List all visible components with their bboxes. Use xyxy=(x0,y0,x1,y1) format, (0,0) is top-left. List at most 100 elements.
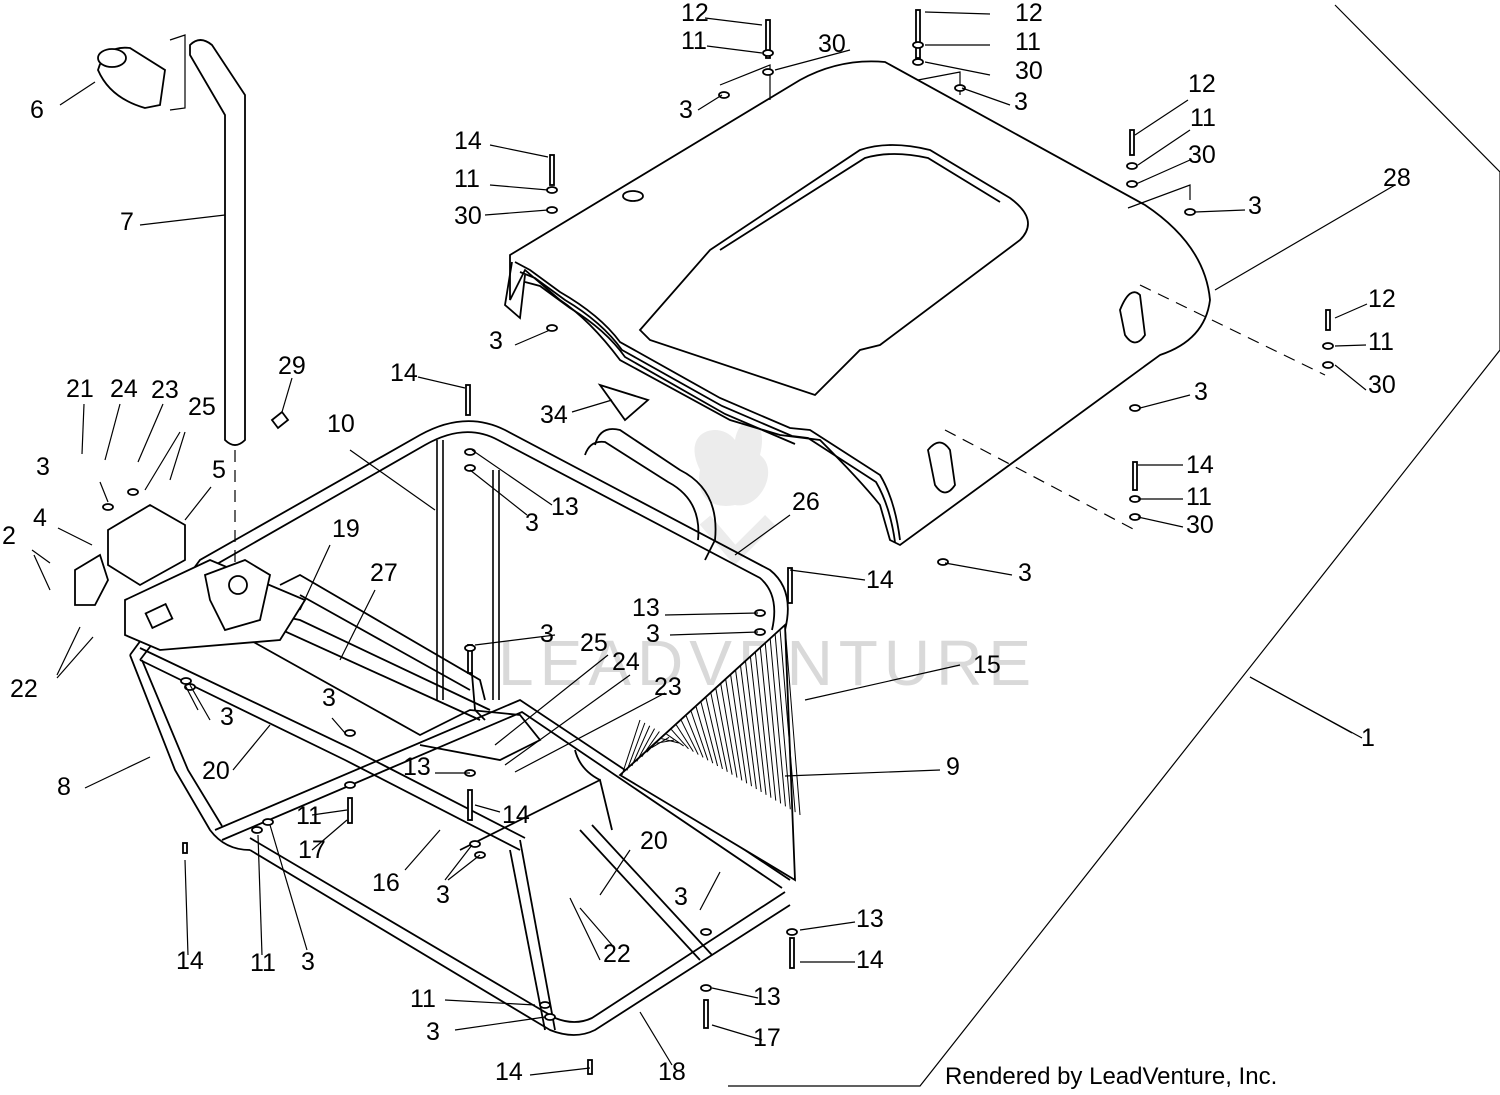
washer xyxy=(546,206,558,214)
bolt xyxy=(182,842,188,854)
callout-11: 11 xyxy=(1186,483,1212,511)
leader-line xyxy=(444,999,536,1006)
callout-13: 13 xyxy=(753,983,781,1011)
callout-29: 29 xyxy=(278,352,306,380)
bolt xyxy=(915,9,921,59)
callout-23: 23 xyxy=(151,376,179,404)
callout-9: 9 xyxy=(946,753,960,781)
screen-hatch-line xyxy=(705,697,723,770)
callout-34: 34 xyxy=(540,401,568,429)
mount-bracket xyxy=(74,503,307,651)
leader-line xyxy=(257,834,263,956)
leader-line xyxy=(474,634,556,646)
leader-line xyxy=(924,61,991,76)
leader-line xyxy=(599,849,631,896)
screen-hatch-line xyxy=(631,725,651,767)
leader-line xyxy=(232,724,271,771)
leader-line xyxy=(784,769,941,777)
leader-line xyxy=(184,486,212,521)
screen-hatch-line xyxy=(666,733,684,747)
screen-hatch-line xyxy=(710,693,728,772)
leader-line xyxy=(169,431,186,481)
washer xyxy=(912,41,924,49)
leader-line xyxy=(99,481,109,503)
callout-4: 4 xyxy=(33,504,47,532)
leader-line xyxy=(774,49,851,71)
leader-line xyxy=(706,45,763,54)
callout-24: 24 xyxy=(612,648,640,676)
callout-7: 7 xyxy=(120,208,134,236)
leader-line xyxy=(529,1067,591,1076)
callout-27: 27 xyxy=(370,559,398,587)
callout-3: 3 xyxy=(1014,88,1028,116)
leader-line xyxy=(299,544,331,611)
washer xyxy=(954,84,966,92)
leader-line xyxy=(579,907,613,946)
leader-line xyxy=(711,987,759,999)
washer xyxy=(262,818,274,826)
callout-12: 12 xyxy=(1015,0,1043,27)
leader-line xyxy=(1334,364,1367,391)
callout-20: 20 xyxy=(640,827,668,855)
callout-17: 17 xyxy=(298,836,326,864)
washer xyxy=(127,488,139,496)
callout-2: 2 xyxy=(2,522,16,550)
callout-14: 14 xyxy=(1186,451,1214,479)
screen-hatch-line xyxy=(690,711,709,761)
rear-screen xyxy=(618,623,801,882)
leader-line xyxy=(84,756,151,789)
callout-30: 30 xyxy=(454,202,482,230)
leader-line xyxy=(104,403,121,461)
leader-line xyxy=(504,674,631,766)
leader-line xyxy=(804,664,961,701)
leader-line xyxy=(1137,516,1184,528)
callout-30: 30 xyxy=(1186,511,1214,539)
washer xyxy=(546,186,558,194)
leader-line xyxy=(664,612,759,616)
leader-line xyxy=(569,897,601,961)
callout-3: 3 xyxy=(646,620,660,648)
leader-line xyxy=(417,376,466,389)
callout-11: 11 xyxy=(410,985,436,1013)
callout-13: 13 xyxy=(551,493,579,521)
callout-16: 16 xyxy=(372,869,400,897)
leader-line xyxy=(331,717,346,734)
callout-14: 14 xyxy=(856,946,884,974)
callout-30: 30 xyxy=(1015,57,1043,85)
washer xyxy=(912,58,924,66)
washer xyxy=(539,1001,551,1009)
washer xyxy=(546,324,558,332)
callout-3: 3 xyxy=(220,703,234,731)
bolt xyxy=(703,999,709,1029)
callout-30: 30 xyxy=(818,30,846,58)
callout-12: 12 xyxy=(1368,285,1396,313)
callout-18: 18 xyxy=(658,1058,686,1086)
washer xyxy=(469,840,481,848)
leader-line xyxy=(704,17,763,26)
callout-1: 1 xyxy=(1361,724,1375,752)
leader-line xyxy=(484,209,549,216)
callout-14: 14 xyxy=(502,801,530,829)
callout-3: 3 xyxy=(426,1018,440,1046)
leader-line xyxy=(799,921,856,931)
leader-line xyxy=(454,1016,546,1031)
washer xyxy=(251,826,263,834)
screen-hatch-line xyxy=(685,715,704,758)
screen-hatch-line xyxy=(661,738,679,744)
leader-line xyxy=(311,809,348,816)
callout-26: 26 xyxy=(792,488,820,516)
callout-3: 3 xyxy=(436,881,450,909)
bolt xyxy=(347,797,353,824)
callout-11: 11 xyxy=(296,802,322,830)
bolt xyxy=(467,789,473,821)
callout-23: 23 xyxy=(654,673,682,701)
callout-13: 13 xyxy=(856,905,884,933)
callout-12: 12 xyxy=(681,0,709,27)
callout-20: 20 xyxy=(202,757,230,785)
washer xyxy=(102,503,114,511)
leader-line xyxy=(81,403,85,455)
leader-line xyxy=(1134,99,1189,136)
screen-hatch-line xyxy=(715,688,733,775)
callout-30: 30 xyxy=(1188,141,1216,169)
washer xyxy=(344,729,356,737)
